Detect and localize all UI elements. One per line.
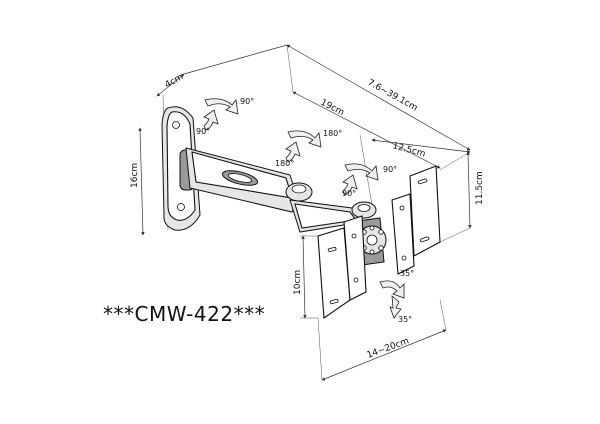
- dimension-lines: [138, 44, 472, 381]
- angle-wall-swivel-right: 90°: [240, 97, 254, 106]
- dim-vesa-width: 14~20cm: [366, 336, 411, 361]
- dim-arm-12-5cm: 12.5cm: [391, 141, 426, 159]
- angle-head-swivel-right: 90°: [383, 165, 397, 174]
- angle-head-swivel-left: 90°: [342, 189, 356, 198]
- angle-tilt-up: 35°: [400, 269, 414, 278]
- dim-depth-4cm: 4cm: [164, 72, 186, 90]
- angle-mid-swivel-left: 180°: [275, 159, 294, 168]
- dim-plate-height: 11.5cm: [475, 171, 485, 205]
- wall-swivel-arrow: [203, 98, 239, 131]
- dim-arm-19cm: 19cm: [319, 98, 346, 118]
- arm-segment-2: [285, 182, 363, 233]
- angle-tilt-down: 35°: [398, 315, 412, 324]
- head-swivel-arrow: [342, 163, 379, 196]
- angle-mid-swivel-right: 180°: [323, 129, 342, 138]
- arm-segment-1: [185, 147, 299, 213]
- model-label: ***CMW-422***: [103, 302, 265, 326]
- angle-wall-swivel-left: 90°: [196, 127, 210, 136]
- dim-wall-height: 16cm: [130, 163, 140, 188]
- dim-extension: 7.6~39.1cm: [366, 78, 419, 114]
- vesa-plate: [317, 165, 441, 320]
- mid-swivel-arrow: [285, 130, 322, 163]
- dim-vesa-height: 10cm: [293, 270, 303, 295]
- tilt-arrow: [379, 280, 405, 319]
